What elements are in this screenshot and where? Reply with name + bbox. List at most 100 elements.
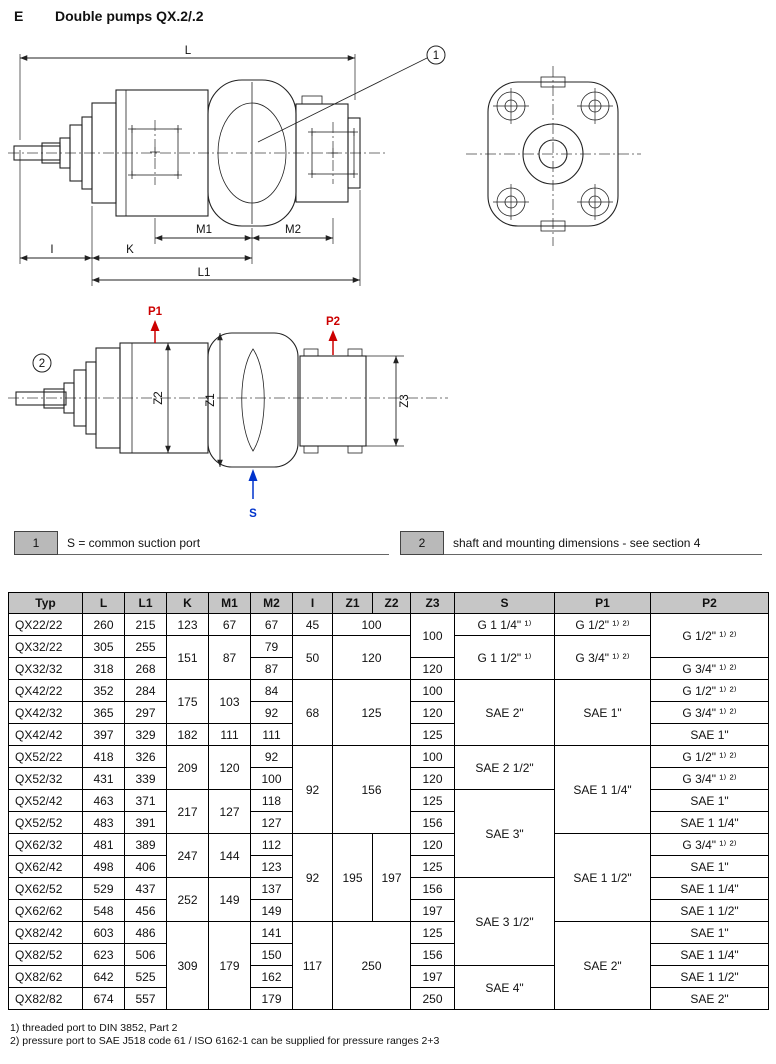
table-cell: SAE 1" [650, 723, 769, 746]
page-title: Double pumps QX.2/.2 [55, 8, 204, 24]
table-cell: 120 [410, 833, 455, 856]
table-cell: QX82/82 [8, 987, 83, 1010]
column-header: Z3 [410, 592, 455, 614]
table-cell: SAE 4" [454, 965, 555, 1010]
table-cell: 182 [166, 723, 209, 746]
table-cell: SAE 1" [650, 921, 769, 944]
table-cell: 674 [82, 987, 125, 1010]
flange-bottom-tab [540, 220, 566, 232]
table-cell: 125 [410, 723, 455, 746]
table-cell: SAE 1" [650, 789, 769, 812]
table-cell: G 1/2" ¹⁾ ²⁾ [650, 745, 769, 768]
table-cell: 150 [250, 943, 293, 966]
dim-label-m2: M2 [285, 224, 301, 236]
column-header: I [292, 592, 333, 614]
column-header: P1 [554, 592, 651, 614]
legend-2-text: shaft and mounting dimensions - see sect… [444, 531, 762, 555]
table-cell: G 1/2" ¹⁾ ²⁾ [650, 613, 769, 658]
table-cell: 247 [166, 833, 209, 878]
table-cell: SAE 3 1/2" [454, 877, 555, 966]
table-cell: QX82/52 [8, 943, 83, 966]
footnote-1: 1) threaded port to DIN 3852, Part 2 [10, 1022, 178, 1034]
legend-suction-port: 1 S = common suction port [14, 531, 389, 555]
table-cell: 365 [82, 701, 125, 724]
legend-1-text: S = common suction port [58, 531, 389, 555]
table-cell: 305 [82, 635, 125, 658]
dim-label-z2: Z2 [153, 391, 165, 404]
column-header: K [166, 592, 209, 614]
table-cell: SAE 1" [650, 855, 769, 878]
pilot-bore [522, 123, 584, 185]
table-cell: 87 [208, 635, 251, 680]
table-cell: 68 [292, 679, 333, 746]
table-cell: QX42/22 [8, 679, 83, 702]
table-cell: SAE 2" [554, 921, 651, 1010]
table-cell: 255 [124, 635, 167, 658]
table-cell: 197 [410, 965, 455, 988]
p1-port-arrow [150, 320, 160, 343]
footnote-2: 2) pressure port to SAE J518 code 61 / I… [10, 1035, 440, 1047]
table-cell: 100 [250, 767, 293, 790]
table-cell: 117 [292, 921, 333, 1010]
table-cell: QX62/52 [8, 877, 83, 900]
table-cell: 92 [292, 833, 333, 922]
table-cell: 156 [410, 877, 455, 900]
table-cell: G 3/4" ¹⁾ ²⁾ [650, 767, 769, 790]
table-cell: 252 [166, 877, 209, 922]
table-cell: 144 [208, 833, 251, 878]
table-cell: 123 [250, 855, 293, 878]
table-cell: 195 [332, 833, 373, 922]
table-cell: QX42/42 [8, 723, 83, 746]
table-cell: QX62/62 [8, 899, 83, 922]
table-cell: 548 [82, 899, 125, 922]
table-cell: 92 [250, 745, 293, 768]
table-cell: G 3/4" ¹⁾ ²⁾ [650, 657, 769, 680]
table-cell: 123 [166, 613, 209, 636]
table-cell: 525 [124, 965, 167, 988]
table-cell: 418 [82, 745, 125, 768]
table-cell: 389 [124, 833, 167, 856]
legend-shaft-dimensions: 2 shaft and mounting dimensions - see se… [400, 531, 762, 555]
table-cell: SAE 1 1/2" [650, 899, 769, 922]
dim-label-m1: M1 [196, 224, 212, 236]
table-cell: G 1 1/4" ¹⁾ [454, 613, 555, 636]
table-cell: 297 [124, 701, 167, 724]
table-cell: 339 [124, 767, 167, 790]
dim-label-i: I [50, 244, 53, 256]
pump-body-1 [115, 89, 209, 217]
table-cell: G 1/2" ¹⁾ ²⁾ [554, 613, 651, 636]
table-cell: SAE 1 1/4" [650, 877, 769, 900]
table-cell: 260 [82, 613, 125, 636]
table-cell: 100 [332, 613, 411, 636]
legend-2-number: 2 [400, 531, 444, 555]
dim-label-k: K [126, 244, 134, 256]
table-cell: 318 [82, 657, 125, 680]
table-cell: 215 [124, 613, 167, 636]
port-label-p2: P2 [326, 316, 340, 328]
column-header: P2 [650, 592, 769, 614]
shaft [15, 391, 67, 406]
port-label-s: S [249, 508, 257, 520]
table-cell: 437 [124, 877, 167, 900]
shaft-bore [538, 139, 568, 169]
table-cell: SAE 1 1/4" [650, 811, 769, 834]
callout-1: 1 [433, 50, 439, 62]
table-cell: 156 [332, 745, 411, 834]
flange-view-drawing [466, 66, 641, 246]
table-cell: 125 [332, 679, 411, 746]
table-cell: 156 [410, 811, 455, 834]
table-cell: 217 [166, 789, 209, 834]
table-cell: SAE 1 1/2" [650, 965, 769, 988]
